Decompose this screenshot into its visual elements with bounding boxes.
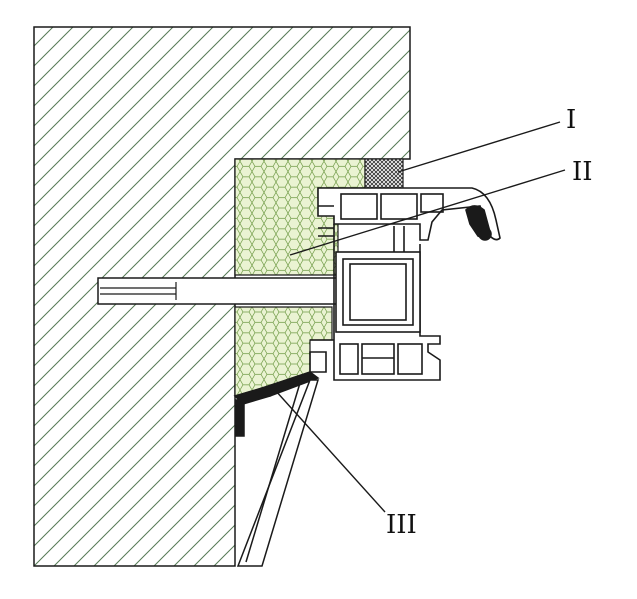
leader-line-three — [274, 389, 386, 513]
sealing-tape — [364, 158, 404, 189]
leader-line-one — [397, 121, 561, 173]
callout-label-one: I — [566, 105, 576, 135]
finishing-strip — [233, 371, 320, 567]
callout-label-three: III — [386, 510, 417, 540]
leader-line-two — [289, 169, 566, 256]
window-frame-profile — [309, 187, 501, 381]
anchor-dowel — [97, 277, 349, 305]
callout-leaders — [274, 121, 566, 513]
callout-label-two: II — [572, 157, 593, 187]
